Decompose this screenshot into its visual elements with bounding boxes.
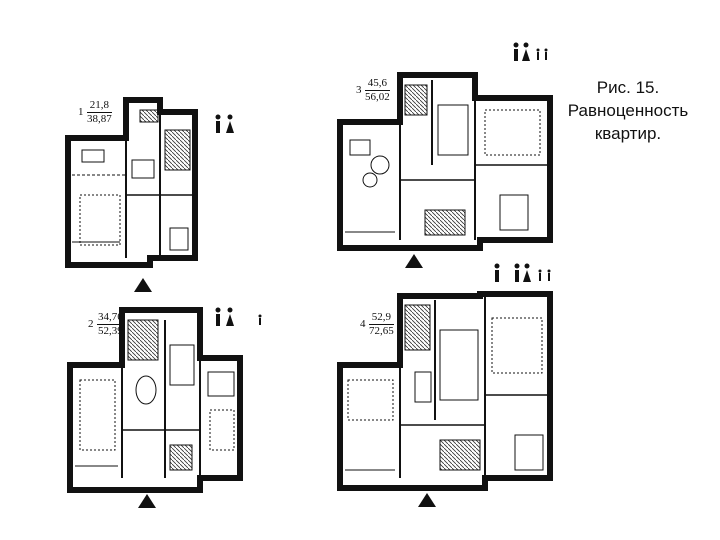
total-area: 72,65 <box>369 325 394 337</box>
total-area: 38,87 <box>87 113 112 125</box>
plan-area: 34,76 52,39 <box>97 312 124 337</box>
total-area: 56,02 <box>365 91 390 103</box>
caption-line-1: Рис. 15. <box>596 78 660 97</box>
plan-label-4: 4 52,9 72,65 <box>360 312 400 342</box>
figure-caption: Рис. 15. Равноценность квартир. <box>548 76 708 145</box>
caption-line-3: квартир. <box>594 124 662 143</box>
entrance-arrow-icon <box>418 493 436 507</box>
plan-label-2: 2 34,76 52,39 <box>88 312 128 342</box>
entrance-arrow-icon <box>134 278 152 292</box>
person-figures-icon <box>215 307 262 326</box>
living-area: 34,76 <box>97 311 124 325</box>
living-area: 21,8 <box>87 100 112 113</box>
plan-label-1: 1 21,8 38,87 <box>78 100 118 130</box>
plan-number: 4 <box>360 318 366 330</box>
plan-label-3: 3 45,6 56,02 <box>356 78 396 108</box>
plan-2 <box>67 307 243 493</box>
plan-number: 1 <box>78 106 84 118</box>
total-area: 52,39 <box>98 325 123 337</box>
plan-area: 21,8 38,87 <box>87 100 112 125</box>
plan-number: 3 <box>356 84 362 96</box>
entrance-arrow-icon <box>405 254 423 268</box>
person-figures-icon <box>215 114 234 133</box>
person-figures-icon <box>513 42 548 61</box>
plan-1 <box>65 97 198 268</box>
plan-area: 52,9 72,65 <box>369 312 394 337</box>
living-area: 45,6 <box>365 78 390 91</box>
entrance-arrow-icon <box>138 494 156 508</box>
plan-4 <box>337 291 553 491</box>
plan-number: 2 <box>88 318 94 330</box>
living-area: 52,9 <box>369 312 394 325</box>
person-figures-icon <box>494 263 551 282</box>
caption-line-2: Равноценность <box>567 101 689 120</box>
plan-area: 45,6 56,02 <box>365 78 390 103</box>
plan-3 <box>337 72 553 251</box>
